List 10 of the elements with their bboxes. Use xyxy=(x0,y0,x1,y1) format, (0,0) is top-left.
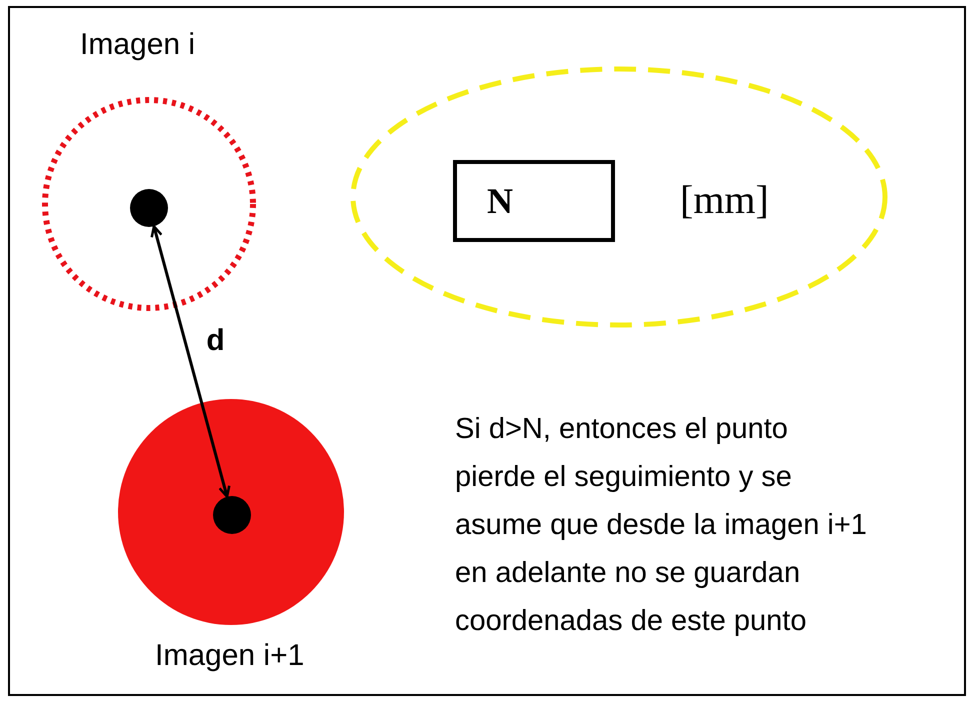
double-arrow xyxy=(150,225,230,498)
point-dot xyxy=(130,189,168,227)
dashed-ellipse xyxy=(350,66,888,328)
threshold-value: N xyxy=(487,180,513,222)
image-label: Imagen i xyxy=(80,28,196,62)
unit-label: [mm] xyxy=(680,176,769,223)
value-box xyxy=(453,160,615,242)
note-text: Si d>N, entonces el punto pierde el seguimiento y se asume que desde la imagen i+1 en adelante no se guardan coordenadas de este punto xyxy=(455,412,868,639)
image-label: Imagen i+1 xyxy=(155,639,304,673)
point-dot xyxy=(213,496,251,534)
